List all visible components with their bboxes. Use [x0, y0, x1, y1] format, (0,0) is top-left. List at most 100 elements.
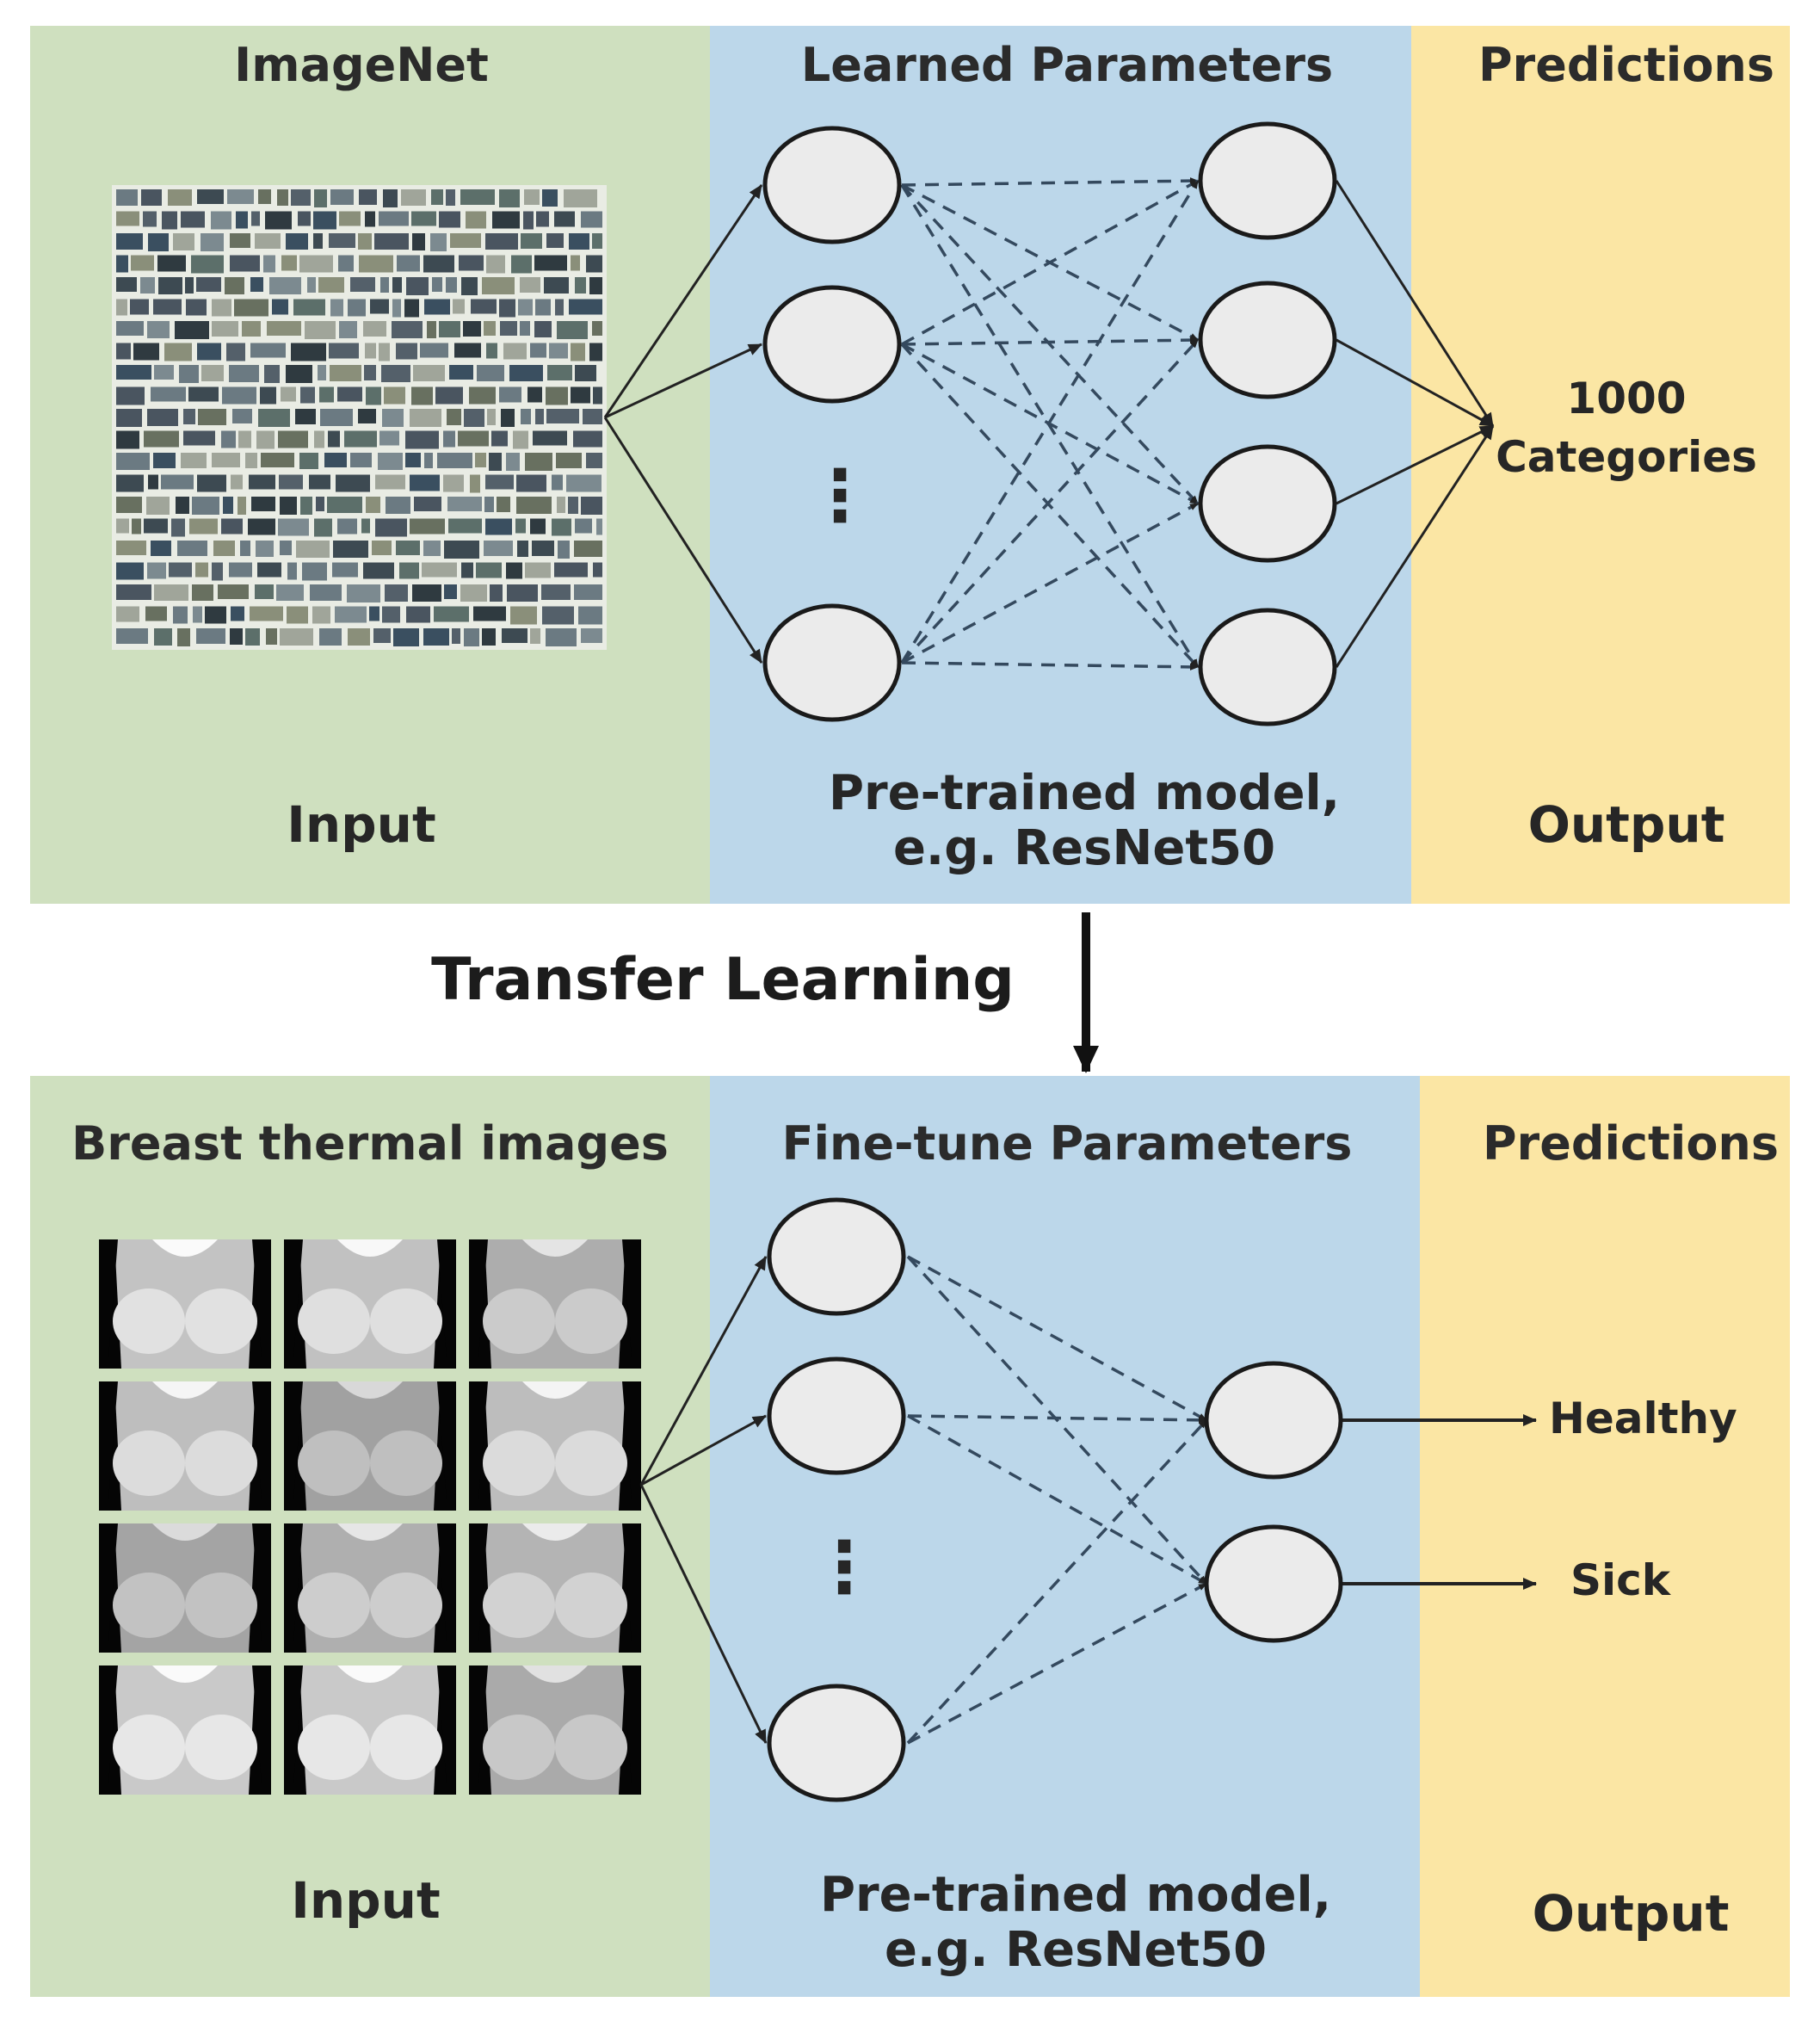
imagenet-thumbnail [222, 386, 256, 405]
imagenet-thumbnail [116, 233, 143, 250]
imagenet-thumbnail [530, 518, 546, 535]
imagenet-thumbnail [242, 321, 261, 337]
imagenet-thumbnail [350, 277, 375, 292]
bottom-network-nodes [767, 1197, 1343, 1802]
imagenet-thumbnail [116, 386, 145, 405]
imagenet-thumbnail [116, 277, 137, 292]
imagenet-thumbnail [568, 497, 578, 514]
imagenet-thumbnail [444, 541, 479, 559]
imagenet-thumbnail [534, 321, 552, 337]
thermal-image [99, 1523, 271, 1653]
imagenet-thumbnail [272, 299, 288, 315]
imagenet-thumbnail [201, 233, 224, 251]
imagenet-thumbnail [366, 386, 381, 405]
imagenet-thumbnail [381, 365, 410, 382]
imagenet-thumbnail [183, 409, 195, 424]
imagenet-thumbnail [434, 606, 469, 622]
imagenet-thumbnail [248, 518, 275, 535]
imagenet-thumbnail [245, 453, 257, 468]
imagenet-thumbnail [221, 518, 243, 535]
imagenet-thumbnail [557, 497, 565, 513]
imagenet-thumbnail [231, 606, 244, 621]
imagenet-thumbnail [380, 277, 389, 293]
prediction-healthy: Healthy [1549, 1394, 1737, 1443]
top-categories-count: 1000 [1566, 374, 1687, 423]
imagenet-thumbnail [336, 474, 370, 492]
imagenet-thumbnail [258, 189, 271, 204]
imagenet-thumbnail [314, 189, 327, 207]
imagenet-thumbnail [369, 606, 379, 621]
imagenet-thumbnail [523, 211, 534, 230]
imagenet-thumbnail [359, 255, 393, 273]
imagenet-thumbnail [348, 628, 370, 646]
imagenet-thumbnail [310, 584, 342, 601]
imagenet-thumbnail [521, 409, 531, 424]
top-input-node-2 [762, 285, 902, 404]
imagenet-thumbnail [255, 584, 274, 599]
imagenet-thumbnail [173, 606, 188, 624]
imagenet-thumbnail [586, 255, 602, 273]
imagenet-thumbnail [318, 365, 326, 380]
imagenet-thumbnail [379, 211, 409, 226]
bottom-ellipsis: ⋮ [809, 1527, 879, 1609]
imagenet-thumbnail [414, 497, 441, 511]
imagenet-thumbnail [333, 541, 368, 558]
imagenet-thumbnail [230, 233, 250, 248]
top-model-caption: Pre-trained model, e.g. ResNet50 [757, 765, 1411, 877]
imagenet-thumbnail [454, 343, 481, 358]
imagenet-thumbnail [148, 233, 169, 251]
imagenet-thumbnail [535, 409, 544, 424]
imagenet-thumbnail [461, 562, 473, 578]
imagenet-thumbnail [335, 606, 367, 623]
imagenet-thumbnail [392, 277, 402, 293]
imagenet-thumbnail [286, 233, 308, 250]
imagenet-thumbnail [132, 518, 141, 535]
imagenet-thumbnail [420, 343, 448, 358]
imagenet-thumbnail [596, 518, 602, 535]
imagenet-thumbnail [489, 453, 502, 471]
imagenet-thumbnail [212, 453, 240, 467]
top-input-node-n [762, 603, 902, 722]
imagenet-thumbnail [544, 277, 569, 294]
imagenet-thumbnail [261, 453, 294, 467]
imagenet-thumbnail [578, 606, 602, 625]
imagenet-thumbnail [189, 518, 218, 535]
imagenet-thumbnail [374, 233, 409, 250]
imagenet-thumbnail [432, 277, 442, 292]
imagenet-thumbnail [401, 189, 426, 206]
bottom-output-node-sick [1204, 1524, 1343, 1643]
imagenet-thumbnail [571, 343, 585, 362]
imagenet-thumbnail [344, 430, 377, 448]
imagenet-thumbnail [447, 497, 482, 511]
imagenet-thumbnail [330, 189, 354, 205]
imagenet-thumbnail [305, 321, 336, 339]
imagenet-thumbnail [197, 189, 224, 204]
imagenet-thumbnail [555, 299, 564, 316]
imagenet-thumbnail [250, 343, 286, 358]
imagenet-thumbnail [116, 584, 151, 600]
imagenet-thumbnail [213, 541, 235, 556]
imagenet-thumbnail [471, 299, 497, 314]
imagenet-thumbnail [287, 562, 297, 580]
imagenet-thumbnail [191, 255, 224, 274]
imagenet-thumbnail [466, 211, 486, 229]
imagenet-thumbnail [324, 453, 347, 467]
imagenet-thumbnail [460, 584, 487, 602]
imagenet-thumbnail [338, 255, 354, 272]
imagenet-thumbnail [365, 211, 375, 227]
imagenet-thumbnail [181, 453, 207, 468]
imagenet-thumbnail [116, 430, 139, 449]
imagenet-thumbnail [477, 365, 504, 381]
imagenet-thumbnail [116, 562, 144, 580]
imagenet-thumbnail [541, 584, 571, 600]
imagenet-thumbnail [185, 277, 194, 294]
imagenet-thumbnail [256, 430, 275, 449]
top-network-nodes [762, 121, 1337, 726]
imagenet-thumbnail [485, 233, 518, 250]
imagenet-thumbnail [552, 518, 571, 536]
imagenet-thumbnail [410, 518, 445, 535]
imagenet-thumbnail [386, 497, 410, 514]
imagenet-thumbnail [316, 497, 324, 511]
imagenet-thumbnail [181, 211, 205, 228]
imagenet-thumbnail [230, 628, 243, 645]
